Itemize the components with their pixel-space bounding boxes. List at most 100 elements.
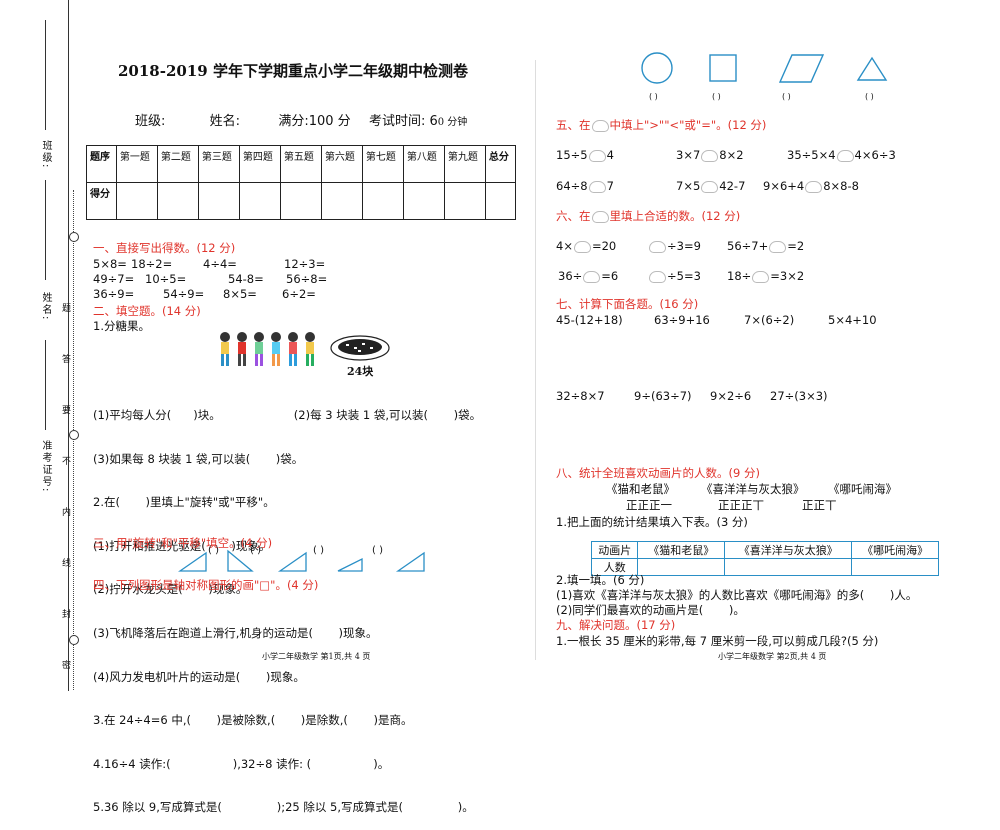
- answer-cloud[interactable]: [649, 240, 666, 253]
- section-6-title-a: 六、在: [556, 209, 591, 223]
- answer-cloud[interactable]: [701, 180, 719, 193]
- section-8-q2a: (1)喜欢《喜洋洋与灰太狼》的人数比喜欢《哪吒闹海》的多( )人。: [556, 588, 918, 602]
- candy-plate-icon: [330, 335, 390, 361]
- section-5-title: 五、在中填上">""<"或"="。(12 分): [556, 118, 766, 132]
- transform-blank[interactable]: ( ): [372, 545, 383, 556]
- score-cell: [279, 182, 322, 220]
- calc-problem: 45-(12+18): [556, 313, 623, 327]
- count-cell[interactable]: [851, 558, 939, 576]
- answer-cloud[interactable]: [573, 240, 591, 253]
- margin-class-label: 班级:: [40, 140, 51, 170]
- section-9-q1: 1.一根长 35 厘米的彩带,每 7 厘米剪一段,可以剪成几段?(5 分): [556, 634, 879, 648]
- exam-time: 考试时间: 6: [368, 114, 438, 129]
- answer-cloud[interactable]: [649, 270, 666, 283]
- margin-name-label: 姓名:: [40, 292, 51, 322]
- score-table-score-row: 得分: [86, 182, 517, 220]
- answer-cloud[interactable]: [701, 149, 719, 162]
- problem: 36÷9=: [93, 287, 135, 301]
- margin-id-label: 准考证号:: [40, 440, 51, 494]
- name-field: 姓名:: [209, 114, 241, 129]
- margin-name-underline: [45, 180, 46, 280]
- score-cell: [443, 182, 486, 220]
- section-6-title-b: 里填上合适的数。(12 分): [609, 209, 741, 223]
- shape-blank[interactable]: ( ): [865, 92, 874, 101]
- seal-hole: [69, 430, 79, 440]
- section-9-title: 九、解决问题。(17 分): [556, 618, 676, 632]
- answer-cloud[interactable]: [769, 240, 787, 253]
- answer-cloud[interactable]: [588, 149, 606, 162]
- problem: 4÷4=: [203, 257, 237, 271]
- shape-blank[interactable]: ( ): [649, 92, 658, 101]
- shape-blank[interactable]: ( ): [782, 92, 791, 101]
- problem: 56÷8=: [286, 272, 328, 286]
- calc-problem: 9×2÷6: [710, 389, 752, 403]
- section-8-q1: 1.把上面的统计结果填入下表。(3 分): [556, 515, 748, 529]
- table-cell: 得分: [86, 182, 117, 220]
- problem: 54÷9=: [163, 287, 205, 301]
- exam-time-suffix: 0 分钟: [437, 117, 468, 128]
- table-cell: 第六题: [320, 145, 363, 183]
- table-cell: 第一题: [115, 145, 158, 183]
- count-cell[interactable]: [724, 558, 853, 576]
- fill-problem: 4×=20: [556, 239, 617, 253]
- transform-blank[interactable]: ( ): [208, 545, 219, 556]
- question-line: (2)拧开水龙头是( )现象。: [93, 582, 248, 597]
- problem: 10÷5=: [145, 272, 187, 286]
- answer-cloud[interactable]: [805, 180, 823, 193]
- transform-blank[interactable]: ( ): [250, 545, 261, 556]
- stats-count-row: 人数: [590, 558, 939, 576]
- question-line: (1)打开和推进光驱是( )现象。: [93, 538, 271, 553]
- show-name: 《哪吒闹海》: [828, 482, 897, 496]
- footer-right: 小学二年级数学 第2页,共 4 页: [718, 652, 827, 661]
- answer-cloud[interactable]: [588, 180, 606, 193]
- shape-blank[interactable]: ( ): [712, 92, 721, 101]
- class-field: 班级:: [135, 114, 166, 129]
- children-illustration: [215, 330, 325, 370]
- tally-marks: 正正正一: [626, 498, 672, 512]
- seal-hole: [69, 232, 79, 242]
- answer-cloud[interactable]: [583, 270, 601, 283]
- section-3-title: 三、用"旋转"和"平移"填空。(4 分): [93, 536, 273, 550]
- transform-blank[interactable]: ( ): [313, 545, 324, 556]
- stats-header-row: 动画片 《猫和老鼠》 《喜洋洋与灰太狼》 《哪吒闹海》: [590, 541, 939, 559]
- table-cell: 动画片: [590, 541, 639, 559]
- question-line: 2.在( )里填上"旋转"或"平移"。: [93, 495, 275, 510]
- section-4-title: 四、下列图形是轴对称图形的画"□"。(4 分): [93, 578, 319, 592]
- answer-cloud[interactable]: [752, 270, 770, 283]
- score-cell: [402, 182, 445, 220]
- score-cell: [238, 182, 281, 220]
- binding-margin: 班级: 姓名: 准考证号: 题答要不内线封密: [0, 0, 80, 691]
- fill-problem: 56÷7+=2: [727, 239, 805, 253]
- section-2-q1: 1.分糖果。: [93, 319, 150, 333]
- question-line: (1)平均每人分( )块。 (2)每 3 块装 1 袋,可以装( )袋。: [93, 408, 482, 422]
- count-cell[interactable]: [637, 558, 726, 576]
- problem: 12÷3=: [284, 257, 326, 271]
- table-cell: 第五题: [279, 145, 322, 183]
- table-cell: 人数: [590, 558, 639, 576]
- question-line: (3)飞机降落后在跑道上滑行,机身的运动是( )现象。: [93, 625, 378, 640]
- score-table: 题序 第一题 第二题 第三题 第四题 第五题 第六题 第七题 第八题 第九题 总…: [86, 145, 517, 220]
- answer-cloud[interactable]: [836, 149, 854, 162]
- section-8-q2b: (2)同学们最喜欢的动画片是( )。: [556, 603, 745, 617]
- score-cell: [361, 182, 404, 220]
- fill-problem: ÷3=9: [648, 239, 701, 253]
- calc-problem: 9÷(63÷7): [634, 389, 692, 403]
- score-cell: [320, 182, 363, 220]
- question-line: (4)风力发电机叶片的运动是( )现象。: [93, 669, 305, 684]
- table-cell: 第四题: [238, 145, 281, 183]
- shapes-row: [640, 52, 900, 88]
- table-cell: 《哪吒闹海》: [851, 541, 939, 559]
- section-2-title: 二、填空题。(14 分): [93, 304, 201, 318]
- problem: 8×5=: [223, 287, 257, 301]
- table-cell: 《猫和老鼠》: [637, 541, 726, 559]
- score-cell: [115, 182, 158, 220]
- section-8-title: 八、统计全班喜欢动画片的人数。(9 分): [556, 466, 760, 480]
- section-7-title: 七、计算下面各题。(16 分): [556, 297, 699, 311]
- table-cell: 第八题: [402, 145, 445, 183]
- calc-problem: 27÷(3×3): [770, 389, 828, 403]
- question-line: 5.36 除以 9,写成算式是( );25 除以 5,写成算式是( )。: [93, 800, 474, 815]
